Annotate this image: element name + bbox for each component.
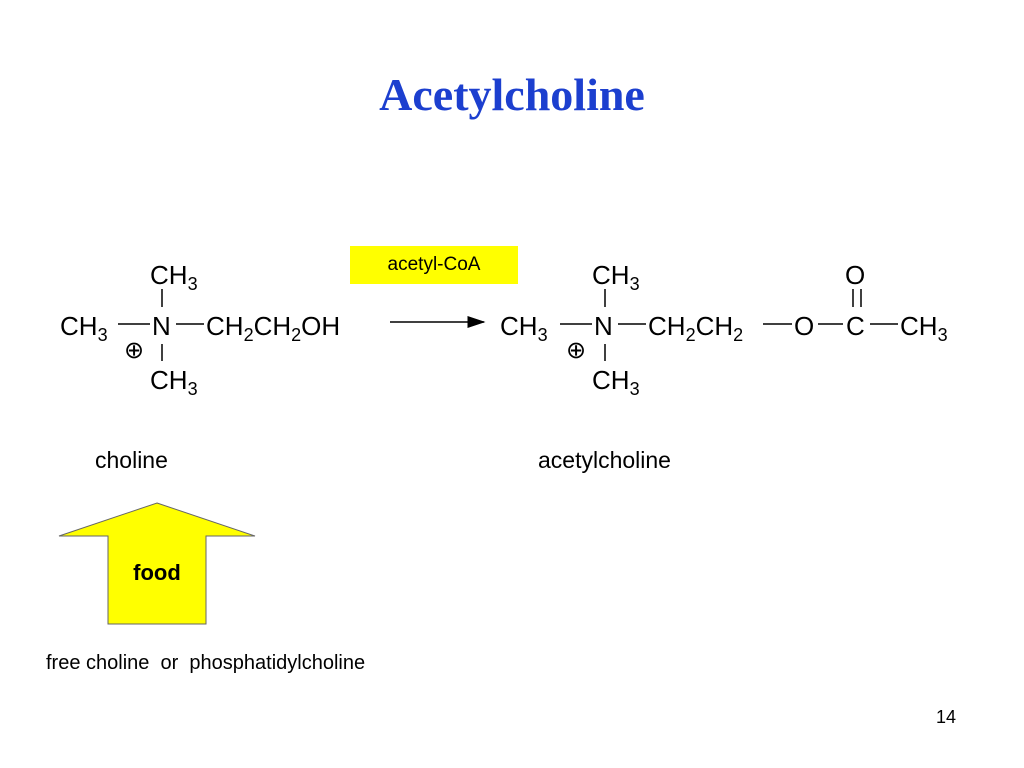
nitrogen-atom: N: [152, 311, 171, 341]
food-arrow-label: food: [133, 560, 181, 585]
reactant-label: choline: [95, 447, 168, 473]
reagent-box: acetyl-CoA: [350, 246, 518, 284]
carbonyl-carbon: C: [846, 311, 865, 341]
slide-title: Acetylcholine: [379, 69, 645, 120]
methyl-left: CH3: [60, 311, 108, 345]
acetyl-methyl: CH3: [900, 311, 948, 345]
methyl-top-left: CH3: [150, 260, 198, 294]
ethanol-chain: CH2CH2OH: [206, 311, 341, 345]
food-arrow: [58, 502, 256, 625]
source-caption: free choline or phosphatidylcholine: [46, 652, 366, 674]
nitrogen-atom: N: [594, 311, 613, 341]
product-label: acetylcholine: [538, 447, 671, 473]
ethyl-chain: CH2CH2: [648, 311, 744, 345]
methyl-top-right: CH3: [592, 260, 640, 294]
ester-oxygen: O: [794, 311, 815, 341]
positive-charge-icon: ⊕: [566, 337, 587, 364]
methyl-right: CH3: [500, 311, 548, 345]
methyl-bottom-left: CH3: [150, 365, 198, 399]
page-number: 14: [936, 707, 957, 727]
carbonyl-oxygen: O: [845, 260, 866, 290]
methyl-bottom-right: CH3: [592, 365, 640, 399]
positive-charge-icon: ⊕: [124, 337, 145, 364]
